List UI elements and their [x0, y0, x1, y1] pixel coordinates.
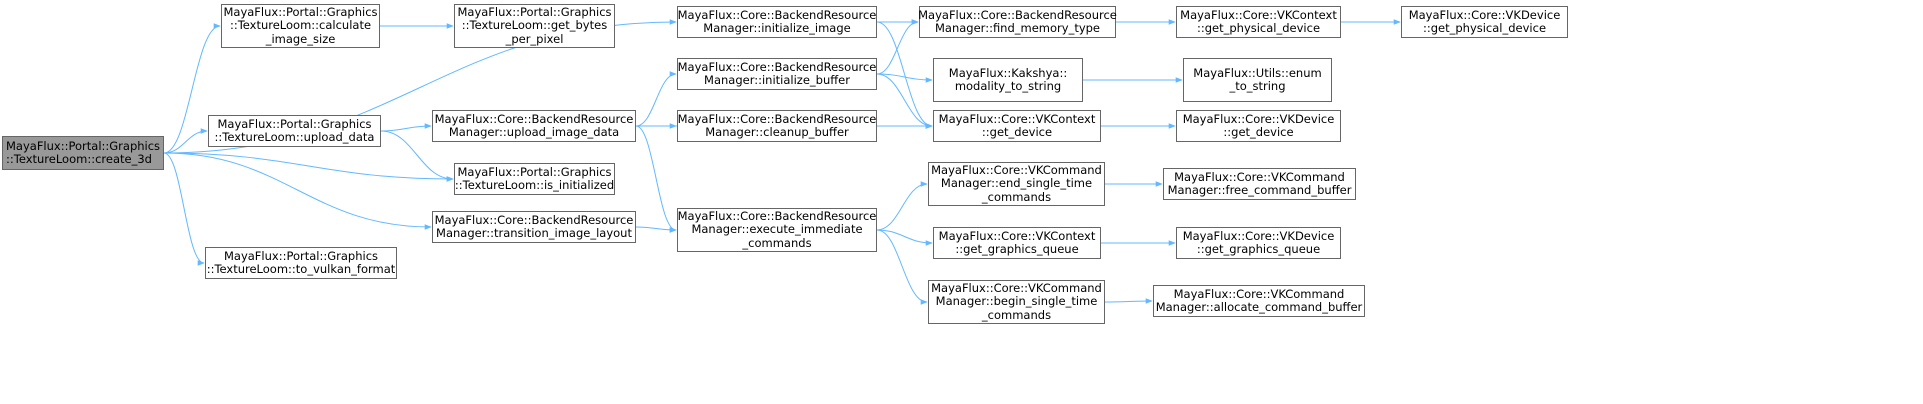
- node-label-line: Manager::initialize_image: [703, 21, 851, 35]
- node-label-line: MayaFlux::Core::VKContext: [938, 228, 1096, 243]
- node-label-line: _per_pixel: [505, 31, 564, 46]
- node-label-line: MayaFlux::Core::VKCommand: [931, 280, 1102, 295]
- node-label-line: MayaFlux::Core::BackendResource: [677, 111, 877, 126]
- node-label-line: MayaFlux::Core::VKCommand: [931, 162, 1102, 177]
- node-label-line: modality_to_string: [954, 79, 1062, 93]
- node-label-line: ::get_device: [1223, 125, 1294, 139]
- node-label-line: MayaFlux::Portal::Graphics: [457, 4, 612, 19]
- node-label-line: ::get_physical_device: [1422, 21, 1547, 35]
- edge-initialize-buffer-to-ctx-get-device: [876, 73, 933, 129]
- node-label-line: _image_size: [265, 31, 336, 46]
- edge-execute-immediate-commands-to-ctx-get-graphics-queue: [876, 229, 933, 246]
- node-label-line: MayaFlux::Portal::Graphics: [457, 164, 612, 179]
- node-label-line: MayaFlux::Portal::Graphics: [6, 138, 161, 153]
- node-label-line: MayaFlux::Portal::Graphics: [223, 4, 378, 19]
- edge-transition-image-layout-to-execute-immediate-commands: [635, 226, 677, 233]
- node-label-line: Manager::begin_single_time: [935, 294, 1098, 309]
- node-ctx-get-device[interactable]: MayaFlux::Core::VKContext::get_device: [933, 110, 1101, 142]
- node-label-line: Manager::cleanup_buffer: [705, 125, 849, 139]
- node-label-line: ::get_graphics_queue: [955, 242, 1079, 256]
- node-label-line: MayaFlux::Core::BackendResource: [918, 7, 1117, 22]
- node-label-line: ::get_graphics_queue: [1196, 242, 1321, 256]
- node-dev-get-graphics-queue[interactable]: MayaFlux::Core::VKDevice::get_graphics_q…: [1176, 227, 1341, 259]
- edge-execute-immediate-commands-to-end-single-time-commands: [876, 181, 928, 231]
- node-to-vulkan-format[interactable]: MayaFlux::Portal::Graphics::TextureLoom:…: [205, 247, 397, 279]
- node-modality-to-string[interactable]: MayaFlux::Kakshya::modality_to_string: [933, 58, 1083, 102]
- edge-execute-immediate-commands-to-begin-single-time-commands: [876, 229, 928, 305]
- node-label-line: _commands: [981, 189, 1052, 204]
- edge-create-3d-to-transition-image-layout: [163, 152, 432, 230]
- edge-create-3d-to-calculate-image-size: [163, 23, 221, 154]
- edge-create-3d-to-to-vulkan-format: [163, 152, 205, 266]
- node-label-line: Manager::free_command_buffer: [1167, 183, 1352, 197]
- node-label-line: ::TextureLoom::is_initialized: [454, 178, 615, 192]
- node-label-line: ::TextureLoom::create_3d: [6, 152, 152, 166]
- node-label-line: Manager::end_single_time: [940, 176, 1093, 191]
- node-label-line: MayaFlux::Core::BackendResource: [677, 208, 877, 223]
- node-label-line: MayaFlux::Kakshya::: [948, 65, 1068, 80]
- node-label-line: MayaFlux::Portal::Graphics: [217, 116, 372, 131]
- node-label-line: Manager::initialize_buffer: [704, 73, 850, 87]
- node-label-line: MayaFlux::Core::VKDevice: [1182, 111, 1335, 126]
- node-label-line: _to_string: [1229, 79, 1286, 93]
- node-label-line: Manager::allocate_command_buffer: [1155, 300, 1363, 314]
- edge-upload-data-to-upload-image-data: [380, 123, 432, 132]
- node-label-line: ::get_physical_device: [1196, 21, 1321, 35]
- node-label-line: ::get_device: [981, 125, 1053, 139]
- node-label-line: ::TextureLoom::upload_data: [214, 130, 375, 144]
- node-ctx-get-physical-device[interactable]: MayaFlux::Core::VKContext::get_physical_…: [1176, 6, 1341, 38]
- edge-begin-single-time-commands-to-allocate-command-buffer: [1104, 298, 1153, 304]
- node-dev-get-device[interactable]: MayaFlux::Core::VKDevice::get_device: [1176, 110, 1341, 142]
- node-label-line: MayaFlux::Core::VKContext: [938, 111, 1096, 126]
- edge-create-3d-to-is-initialized: [163, 152, 454, 182]
- edge-upload-data-to-is-initialized: [380, 130, 454, 182]
- node-calculate-image-size[interactable]: MayaFlux::Portal::Graphics::TextureLoom:…: [221, 4, 380, 48]
- node-label-line: MayaFlux::Portal::Graphics: [223, 248, 379, 263]
- node-ctx-get-graphics-queue[interactable]: MayaFlux::Core::VKContext::get_graphics_…: [933, 227, 1101, 259]
- node-label-line: MayaFlux::Core::VKDevice: [1408, 7, 1561, 22]
- node-create-3d[interactable]: MayaFlux::Portal::Graphics::TextureLoom:…: [2, 136, 164, 170]
- node-label-line: Manager::find_memory_type: [934, 21, 1101, 35]
- edge-upload-image-data-to-initialize-buffer: [635, 71, 677, 127]
- node-label-line: _commands: [981, 307, 1052, 322]
- edge-initialize-image-to-ctx-get-device: [876, 21, 933, 129]
- node-label-line: ::TextureLoom::to_vulkan_format: [206, 262, 396, 276]
- node-label-line: MayaFlux::Core::VKContext: [1180, 7, 1337, 22]
- node-label-line: Manager::execute_immediate: [691, 222, 863, 237]
- node-label-line: MayaFlux::Core::VKCommand: [1173, 286, 1345, 301]
- node-label-line: MayaFlux::Utils::enum: [1193, 65, 1322, 80]
- node-is-initialized[interactable]: MayaFlux::Portal::Graphics::TextureLoom:…: [454, 163, 615, 195]
- node-label-line: Manager::transition_image_layout: [436, 226, 632, 240]
- node-label-line: ::TextureLoom::get_bytes: [461, 18, 608, 33]
- node-label-line: MayaFlux::Core::VKCommand: [1174, 169, 1345, 184]
- node-label-line: MayaFlux::Core::BackendResource: [434, 212, 634, 227]
- node-enum-to-string[interactable]: MayaFlux::Utils::enum_to_string: [1183, 58, 1332, 102]
- node-label-line: ::TextureLoom::calculate: [229, 18, 372, 33]
- node-get-bytes-per-pixel[interactable]: MayaFlux::Portal::Graphics::TextureLoom:…: [454, 4, 615, 48]
- node-dev-get-physical-device[interactable]: MayaFlux::Core::VKDevice::get_physical_d…: [1401, 6, 1568, 38]
- node-label-line: _commands: [742, 235, 812, 250]
- edge-initialize-buffer-to-find-memory-type: [876, 19, 919, 75]
- edge-initialize-buffer-to-modality-to-string: [876, 73, 933, 83]
- node-label-line: MayaFlux::Core::BackendResource: [677, 7, 877, 22]
- node-label-line: MayaFlux::Core::VKDevice: [1182, 228, 1335, 243]
- node-label-line: Manager::upload_image_data: [448, 125, 620, 139]
- node-label-line: MayaFlux::Core::BackendResource: [677, 59, 877, 74]
- node-upload-data[interactable]: MayaFlux::Portal::Graphics::TextureLoom:…: [208, 115, 381, 147]
- edge-upload-image-data-to-execute-immediate-commands: [635, 125, 677, 233]
- edge-create-3d-to-upload-data: [163, 128, 208, 154]
- node-label-line: MayaFlux::Core::BackendResource: [434, 111, 634, 126]
